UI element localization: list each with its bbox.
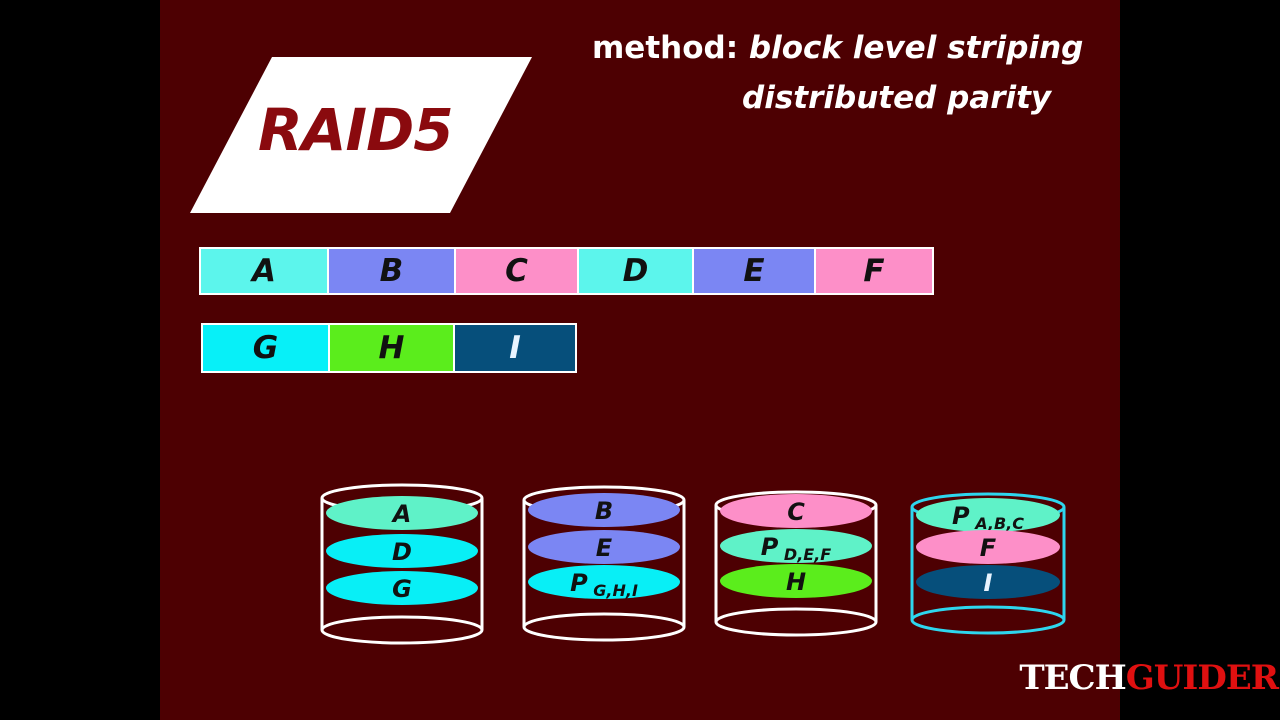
disk-2-block-2 — [528, 530, 680, 564]
disk-3-block-1 — [720, 494, 872, 528]
data-block-h: H — [330, 325, 455, 371]
disk-3: CP D,E,FH — [714, 490, 878, 637]
disk-2-bottom-rim — [522, 612, 686, 642]
disk-4-block-3 — [916, 565, 1060, 599]
disk-4-block-3-label: I — [984, 569, 993, 597]
method-parity: distributed parity — [742, 80, 1052, 116]
disk-2-block-3-label: P G,H,I — [570, 569, 638, 600]
data-block-e: E — [694, 249, 816, 293]
block-label: C — [787, 498, 805, 526]
parity-subscript: D,E,F — [778, 545, 831, 564]
disk-4-block-1 — [916, 498, 1060, 532]
method-line-1: method: block level striping — [592, 30, 1083, 66]
logo-part-tech: TECH — [1019, 658, 1126, 698]
disk-3-block-2-label: P D,E,F — [761, 533, 832, 564]
disk-3-block-1-label: C — [787, 498, 805, 526]
disk-1: ADG — [320, 483, 484, 645]
data-block-b: B — [329, 249, 456, 293]
title-parallelogram — [190, 57, 532, 213]
block-label: D — [392, 538, 412, 566]
block-label: G — [392, 575, 412, 603]
parity-subscript: G,H,I — [588, 581, 638, 600]
data-block-f: F — [816, 249, 932, 293]
data-block-c: C — [456, 249, 579, 293]
disk-1-block-3-label: G — [392, 575, 412, 603]
parity-subscript: A,B,C — [970, 514, 1025, 533]
disk-1-block-2 — [326, 534, 478, 568]
method-striping: block level striping — [748, 30, 1084, 66]
disk-3-block-2 — [720, 529, 872, 563]
disk-4: P A,B,CFI — [910, 492, 1066, 635]
disk-3-block-3 — [720, 564, 872, 598]
disk-1-bottom-rim — [320, 615, 484, 645]
disk-3-bottom-rim — [714, 607, 878, 637]
method-label: method: — [592, 30, 739, 66]
block-label: E — [596, 534, 613, 562]
disk-4-block-2-label: F — [980, 534, 997, 562]
techguider-logo: TECHGUIDER — [1019, 658, 1279, 698]
block-label: F — [980, 534, 997, 562]
page-title: RAID5 — [258, 96, 454, 164]
disk-1-block-2-label: D — [392, 538, 412, 566]
data-block-i: I — [455, 325, 575, 371]
disk-2-block-2-label: E — [596, 534, 613, 562]
disk-2-block-1-label: B — [595, 497, 613, 525]
data-block-d: D — [579, 249, 694, 293]
disk-4-block-2 — [916, 530, 1060, 564]
disk-1-block-3 — [326, 571, 478, 605]
block-label: P — [952, 502, 970, 530]
disk-1-block-1 — [326, 496, 478, 530]
disk-4-block-1-label: P A,B,C — [952, 502, 1024, 533]
disk-2-block-3 — [528, 565, 680, 599]
block-label: P — [761, 533, 779, 561]
logo-part-guider: GUIDER — [1125, 658, 1279, 698]
block-label: A — [391, 500, 412, 528]
block-label: H — [786, 568, 806, 596]
disk-2-block-1 — [528, 493, 680, 527]
data-block-a: A — [201, 249, 329, 293]
block-label: B — [595, 497, 613, 525]
disk-4-bottom-rim — [910, 605, 1066, 635]
data-block-g: G — [203, 325, 330, 371]
disk-2: BEP G,H,I — [522, 485, 686, 642]
disk-3-block-3-label: H — [786, 568, 806, 596]
disk-1-block-1-label: A — [391, 500, 412, 528]
block-label: P — [570, 569, 588, 597]
block-label: I — [984, 569, 993, 597]
